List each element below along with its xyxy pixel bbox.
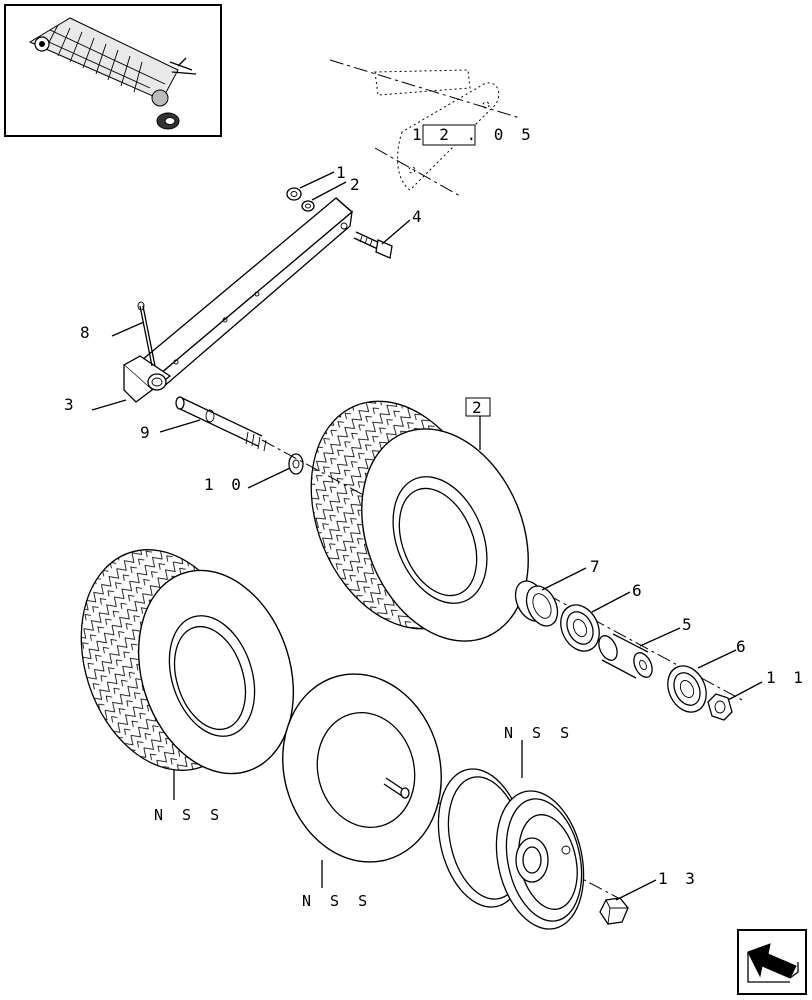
- reference-box[interactable]: 1 2 . 0 5: [412, 124, 535, 146]
- rim: [437, 768, 585, 930]
- nut-13: [599, 897, 629, 925]
- callout-13: 1 3: [658, 869, 699, 888]
- overview-thumbnail[interactable]: [4, 4, 222, 137]
- upper-tire: [310, 400, 529, 642]
- split-pin: [137, 301, 156, 367]
- callout-8: 8: [80, 323, 94, 342]
- arm: [140, 197, 353, 390]
- washer-10: [288, 453, 304, 475]
- bolt-4: [353, 231, 393, 259]
- callout-10: 1 0: [204, 475, 245, 494]
- item-box-label: 2: [472, 398, 486, 417]
- spacer-tube: [598, 633, 653, 679]
- callout-9: 9: [140, 423, 154, 442]
- axle-pin: [175, 396, 267, 452]
- callout-11: 1 1: [766, 668, 807, 687]
- inner-tube: [282, 673, 442, 863]
- callout-7: 7: [590, 557, 604, 576]
- nut-1: [286, 187, 302, 201]
- next-page-button[interactable]: [737, 929, 807, 995]
- callout-4: 4: [412, 207, 426, 226]
- callout-nss-rim: N S S: [504, 724, 574, 742]
- bearing-6-right: [667, 665, 707, 713]
- washer-2: [301, 200, 315, 212]
- callout-6a: 6: [632, 581, 646, 600]
- reference-plate: [329, 59, 521, 197]
- callout-nss-tire: N S S: [154, 806, 224, 824]
- reference-box-label: 1 2 . 0 5: [412, 125, 535, 144]
- bushing-7: [514, 580, 559, 627]
- callout-1: 1: [336, 163, 350, 182]
- callout-5: 5: [682, 615, 696, 634]
- callout-6b: 6: [736, 637, 750, 656]
- item-box[interactable]: 2: [465, 397, 491, 417]
- bearing-6-left: [560, 604, 600, 652]
- nut-11: [707, 693, 733, 721]
- pivot-block: [122, 355, 172, 403]
- next-page-arrow-icon: [747, 943, 799, 983]
- callout-nss-tube: N S S: [302, 892, 372, 910]
- machine-overview-icon: [28, 17, 197, 130]
- callout-2: 2: [350, 175, 364, 194]
- leader-lines: [91, 171, 763, 901]
- lower-tire: [80, 549, 295, 775]
- callout-3: 3: [64, 395, 78, 414]
